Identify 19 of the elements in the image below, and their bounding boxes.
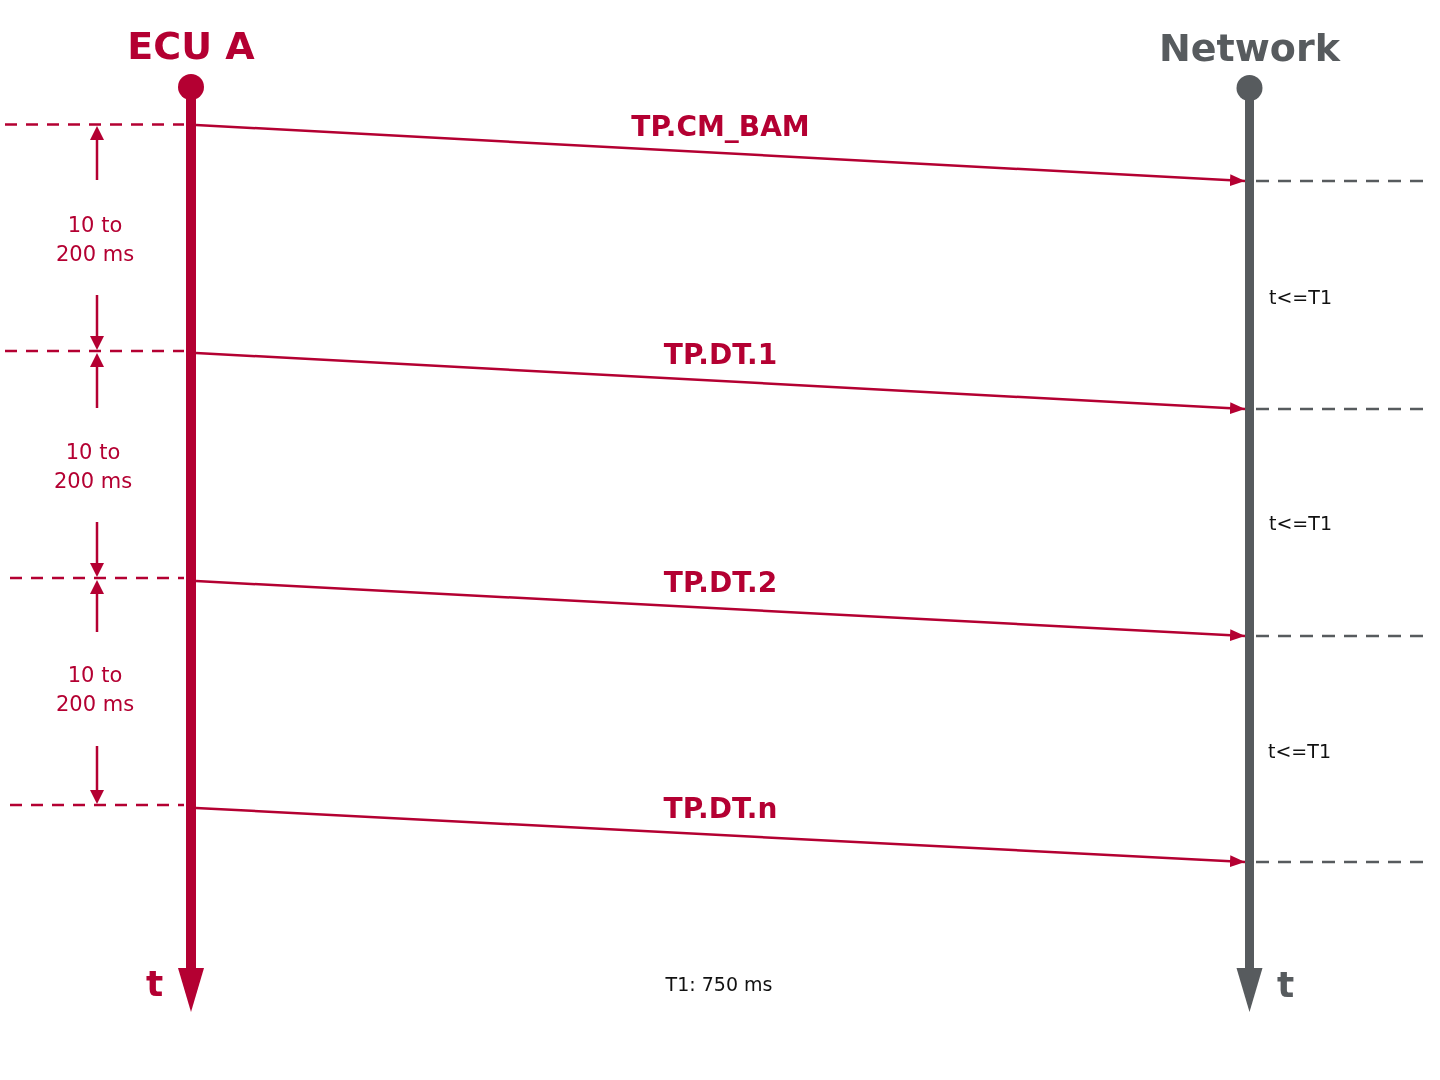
message-label: TP.DT.2 (663, 566, 778, 599)
message-arrow (195, 351, 1246, 415)
note-label: T1: 750 ms (665, 972, 773, 996)
message-label: TP.CM_BAM (631, 111, 810, 143)
duration-label: 10 to 200 ms (54, 212, 136, 268)
timing-label: t<=T1 (1268, 739, 1331, 763)
message-label: TP.DT.1 (663, 339, 778, 371)
timing-label: t<=T1 (1269, 285, 1332, 309)
duration-label: 10 to 200 ms (52, 439, 134, 495)
time-axis-label: t (1277, 965, 1295, 1005)
time-axis-label: t (146, 964, 164, 1004)
message-label: TP.DT.n (663, 793, 778, 825)
message-arrow (195, 123, 1246, 187)
duration-label: 10 to 200 ms (54, 662, 136, 718)
message-arrow (195, 579, 1246, 642)
lifeline-title: Network (1159, 26, 1340, 70)
lifeline-title: ECU A (127, 24, 255, 68)
message-arrow (195, 806, 1246, 868)
timing-label: t<=T1 (1269, 511, 1332, 535)
